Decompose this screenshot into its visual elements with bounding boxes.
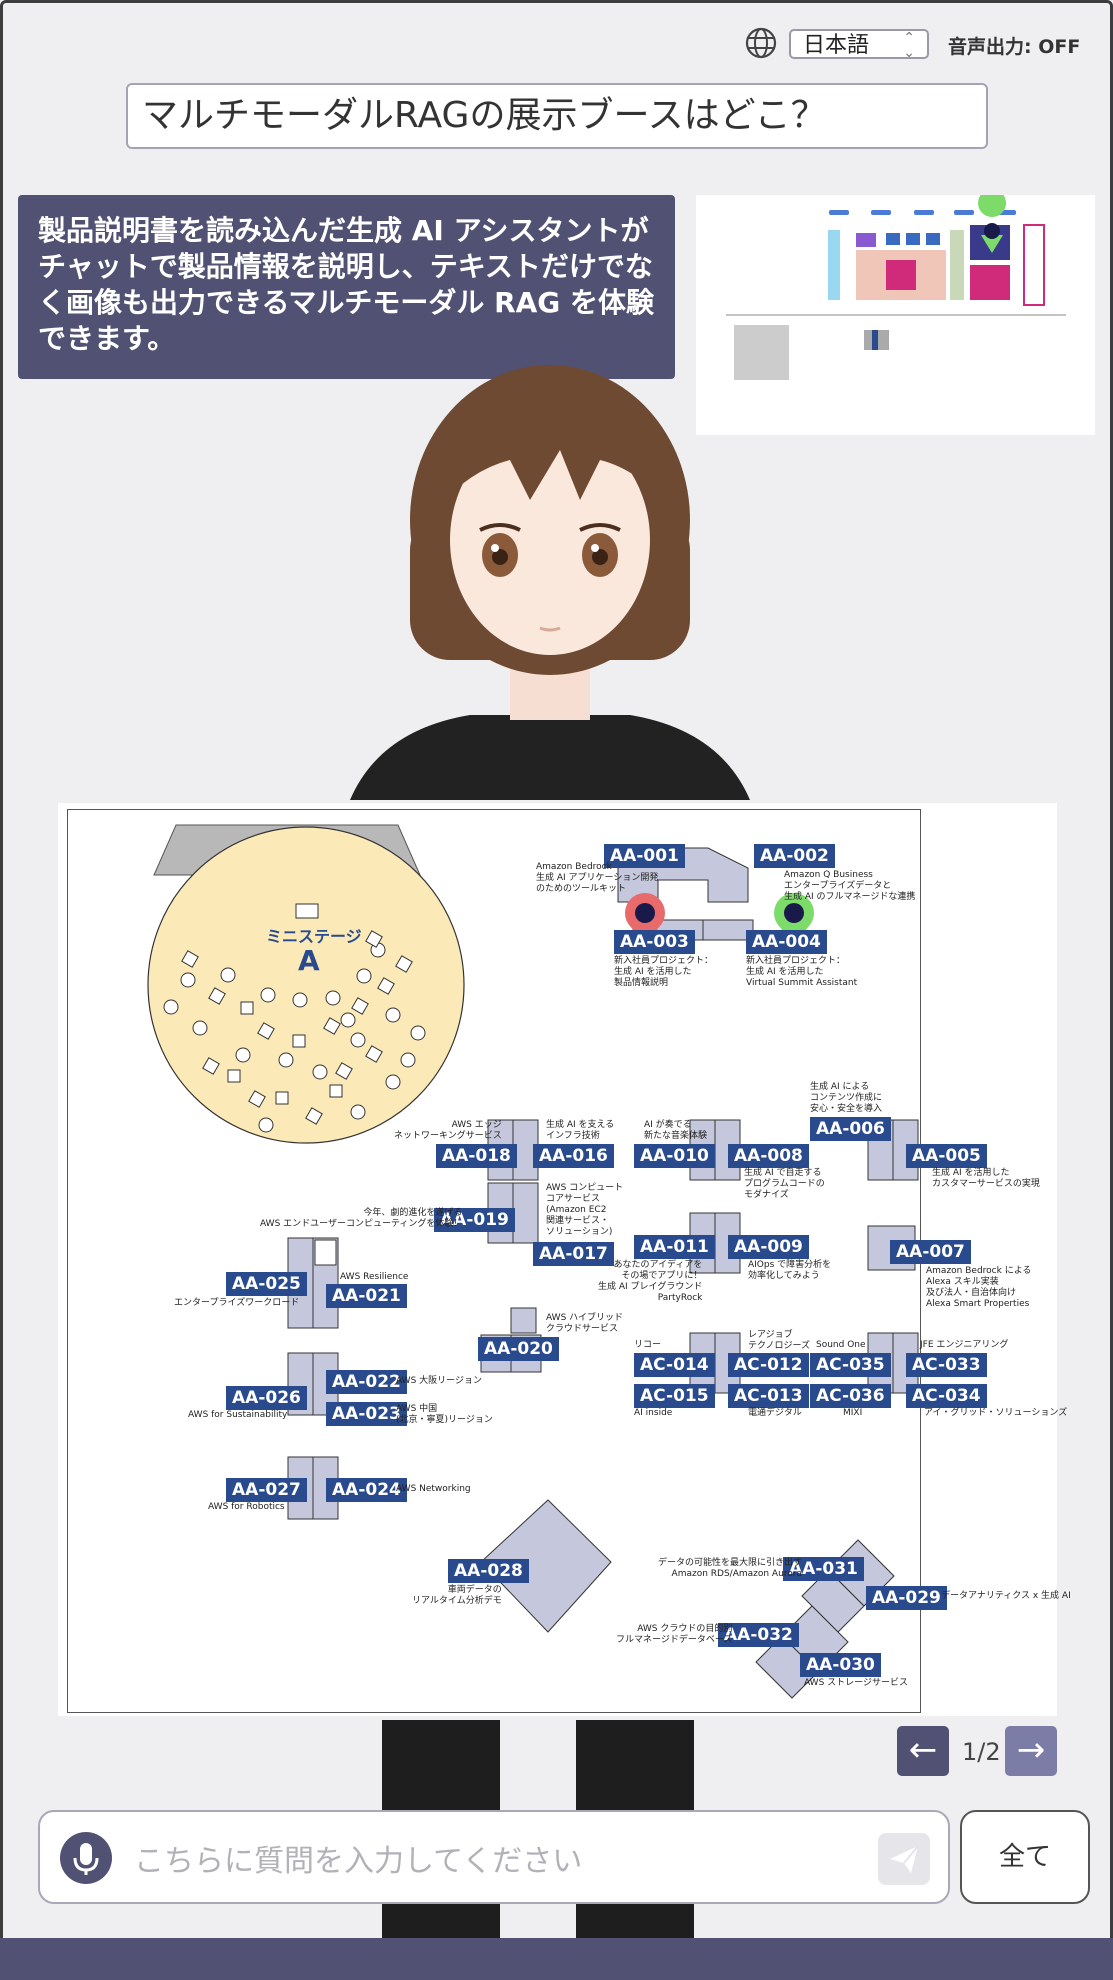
language-select-value: 日本語	[803, 33, 870, 58]
booth-aa-022[interactable]: AA-022	[326, 1370, 407, 1394]
caption-aa-032: AWS クラウドの目的別 フルマネージドデータベース	[616, 1624, 733, 1645]
send-button[interactable]	[878, 1833, 930, 1885]
booth-aa-009[interactable]: AA-009	[728, 1235, 809, 1259]
map-pin-icon	[978, 195, 1007, 253]
caption-ac-014: リコー	[634, 1340, 662, 1350]
booth-aa-006[interactable]: AA-006	[810, 1117, 891, 1141]
booth-aa-024[interactable]: AA-024	[326, 1478, 407, 1502]
caption-ac-033: JFE エンジニアリング	[920, 1340, 1009, 1350]
select-chevron-icon: ⌃⌄	[903, 30, 915, 61]
caption-aa-024: AWS Networking	[396, 1484, 471, 1494]
caption-aa-011: あなたのアイディアを その場でアプリに！ 生成 AI プレイグラウンド Part…	[598, 1260, 703, 1303]
booth-aa-010[interactable]: AA-010	[634, 1144, 715, 1168]
caption-ac-035: Sound One	[816, 1340, 866, 1350]
booth-aa-032[interactable]: AA-032	[718, 1623, 799, 1647]
caption-aa-016: 生成 AI を支える インフラ技術	[546, 1120, 615, 1141]
booth-aa-031[interactable]: AA-031	[783, 1557, 864, 1581]
caption-aa-018: AWS エッジ ネットワーキングサービス	[394, 1120, 502, 1141]
caption-aa-001: Amazon Bedrock 生成 AI アプリケーション開発 のためのツールキ…	[536, 862, 659, 894]
microphone-icon	[73, 1843, 99, 1875]
caption-aa-006: 生成 AI による コンテンツ作成に 安心・安全を導入	[810, 1082, 883, 1114]
page-counter: 1/2	[962, 1738, 1001, 1766]
caption-ac-036: MIXI	[843, 1408, 863, 1418]
bottom-bar	[0, 1938, 1113, 1980]
booth-aa-026[interactable]: AA-026	[226, 1386, 307, 1410]
send-icon	[890, 1845, 919, 1873]
caption-ac-034: アイ・グリッド・ソリューションズ	[924, 1408, 1068, 1418]
caption-aa-002: Amazon Q Business エンタープライズデータと 生成 AI のフル…	[784, 870, 916, 902]
caption-ac-013: 電通デジタル	[748, 1408, 802, 1418]
caption-aa-030: AWS ストレージサービス	[804, 1678, 908, 1688]
booth-aa-003[interactable]: AA-003	[614, 930, 695, 954]
caption-ac-015: AI inside	[634, 1408, 673, 1418]
booth-ac-033[interactable]: AC-033	[906, 1353, 987, 1377]
booth-aa-011[interactable]: AA-011	[634, 1235, 715, 1259]
booth-aa-017[interactable]: AA-017	[533, 1242, 614, 1266]
booth-aa-005[interactable]: AA-005	[906, 1144, 987, 1168]
booth-aa-008[interactable]: AA-008	[728, 1144, 809, 1168]
caption-aa-023: AWS 中国 (北京・寧夏)リージョン	[396, 1404, 493, 1425]
booth-ac-036[interactable]: AC-036	[810, 1384, 891, 1408]
next-page-button[interactable]: →	[1005, 1726, 1057, 1776]
booth-aa-025[interactable]: AA-025	[226, 1272, 307, 1296]
chat-input-field[interactable]: こちらに質問を入力してください	[134, 1844, 583, 1879]
caption-aa-026: AWS for Sustainability	[188, 1410, 288, 1420]
stage-title: ミニステージ	[266, 927, 362, 946]
booth-aa-004[interactable]: AA-004	[746, 930, 827, 954]
caption-aa-005: 生成 AI を活用した カスタマーサービスの実現	[932, 1168, 1040, 1189]
caption-aa-021: AWS Resilience	[340, 1272, 409, 1282]
stage-letter: A	[298, 944, 320, 977]
arrow-left-icon: ←	[908, 1730, 938, 1770]
booth-ac-035[interactable]: AC-035	[810, 1353, 891, 1377]
booth-aa-027[interactable]: AA-027	[226, 1478, 307, 1502]
booth-aa-019[interactable]: AA-019	[434, 1208, 515, 1232]
booth-aa-030[interactable]: AA-030	[800, 1653, 881, 1677]
caption-aa-003: 新入社員プロジェクト： 生成 AI を活用した 製品情報説明	[614, 956, 714, 988]
answer-bubble: 製品説明書を読み込んだ生成 AI アシスタントがチャットで製品情報を説明し、テキ…	[18, 195, 675, 379]
booth-aa-007[interactable]: AA-007	[890, 1240, 971, 1264]
question-display: マルチモーダルRAGの展示ブースはどこ？	[126, 83, 988, 149]
floor-map-panel: ミニステージ A AA-001 AA-002 AA-003 AA-004 AA-…	[58, 803, 1071, 1716]
microphone-button[interactable]	[60, 1832, 112, 1884]
prev-page-button[interactable]: ←	[897, 1726, 949, 1776]
caption-aa-025: エンタープライズワークロード	[174, 1298, 300, 1308]
booth-aa-001[interactable]: AA-001	[604, 844, 685, 868]
caption-aa-022: AWS 大阪リージョン	[396, 1376, 482, 1386]
booth-aa-020[interactable]: AA-020	[478, 1337, 559, 1361]
booth-aa-028[interactable]: AA-028	[448, 1559, 529, 1583]
booth-aa-002[interactable]: AA-002	[754, 844, 835, 868]
caption-aa-004: 新入社員プロジェクト： 生成 AI を活用した Virtual Summit A…	[746, 956, 858, 988]
booth-ac-034[interactable]: AC-034	[906, 1384, 987, 1408]
voice-output-toggle[interactable]: 音声出力: OFF	[948, 36, 1081, 58]
caption-aa-031: データの可能性を最大限に引き出す Amazon RDS/Amazon Auror…	[658, 1558, 803, 1579]
caption-aa-010: AI が奏でる 新たな音楽体験	[644, 1120, 708, 1141]
booth-aa-029[interactable]: AA-029	[866, 1586, 947, 1610]
booth-ac-012[interactable]: AC-012	[728, 1353, 809, 1377]
caption-aa-017: AWS コンピュート コアサービス (Amazon EC2 関連サービス・ ソリ…	[546, 1183, 624, 1237]
language-select[interactable]: 日本語 ⌃⌄	[789, 29, 929, 61]
avatar-character	[350, 365, 750, 1940]
caption-aa-020: AWS ハイブリッド クラウドサービス	[546, 1313, 623, 1334]
booth-aa-018[interactable]: AA-018	[436, 1144, 517, 1168]
arrow-right-icon: →	[1016, 1730, 1046, 1770]
floor-map: ミニステージ A AA-001 AA-002 AA-003 AA-004 AA-…	[67, 809, 1071, 1713]
booth-aa-021[interactable]: AA-021	[326, 1284, 407, 1308]
caption-aa-008: 生成 AI で自走する プログラムコードの モダナイズ	[744, 1168, 825, 1200]
booth-aa-016[interactable]: AA-016	[533, 1144, 614, 1168]
booth-aa-023[interactable]: AA-023	[326, 1402, 407, 1426]
caption-aa-009: AIOps で障害分析を 効率化してみよう	[748, 1260, 832, 1281]
caption-ac-012: レアジョブ テクノロジーズ	[748, 1330, 811, 1351]
caption-aa-027: AWS for Robotics	[208, 1502, 285, 1512]
caption-aa-029: データアナリティクス x 生成 AI	[941, 1591, 1071, 1601]
globe-icon[interactable]	[744, 26, 778, 60]
booth-ac-015[interactable]: AC-015	[634, 1384, 715, 1408]
all-button[interactable]: 全て	[960, 1810, 1090, 1904]
caption-aa-028: 車両データの リアルタイム分析デモ	[412, 1585, 502, 1606]
caption-aa-007: Amazon Bedrock による Alexa スキル実装 及び法人・自治体向…	[926, 1266, 1032, 1309]
booth-ac-014[interactable]: AC-014	[634, 1353, 715, 1377]
booth-ac-013[interactable]: AC-013	[728, 1384, 809, 1408]
caption-aa-019: 今年、劇的進化を遂げる AWS エンドユーザーコンピューティングを体験！	[260, 1208, 463, 1229]
floor-map-thumbnail[interactable]	[696, 195, 1095, 435]
chat-input-box[interactable]: こちらに質問を入力してください	[38, 1810, 950, 1904]
